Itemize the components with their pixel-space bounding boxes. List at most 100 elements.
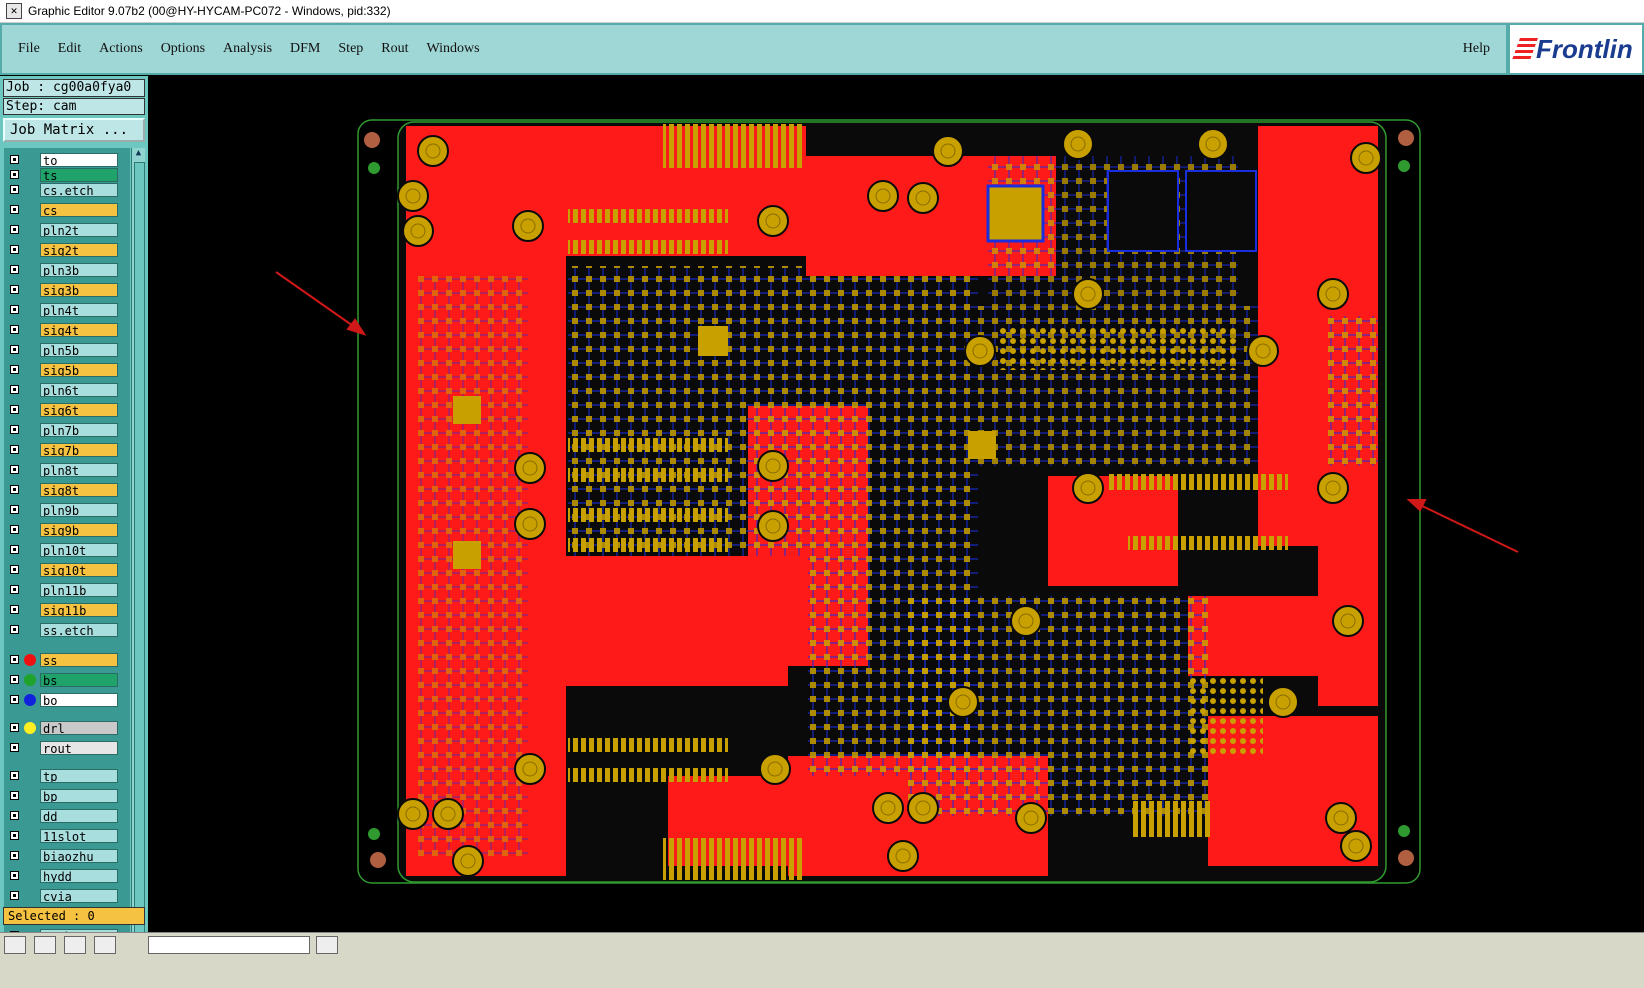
layer-name[interactable]: sig9b — [40, 522, 118, 537]
layer-row-cvia[interactable]: cvia — [4, 888, 130, 903]
layer-row-11slot[interactable]: 11slot — [4, 828, 130, 843]
layer-checkbox[interactable] — [10, 425, 19, 434]
layer-name[interactable]: cvia — [40, 888, 118, 903]
layer-row-pln3b[interactable]: pln3b — [4, 262, 130, 277]
command-input[interactable] — [148, 936, 310, 954]
layer-checkbox[interactable] — [10, 245, 19, 254]
layer-checkbox[interactable] — [10, 791, 19, 800]
toolbar-button-5[interactable] — [316, 936, 338, 954]
layer-checkbox[interactable] — [10, 485, 19, 494]
layer-name[interactable]: hydd — [40, 868, 118, 883]
layer-name[interactable]: cs.etch — [40, 182, 118, 197]
layer-checkbox[interactable] — [10, 625, 19, 634]
layer-checkbox[interactable] — [10, 565, 19, 574]
pcb-board-view[interactable] — [148, 76, 1644, 932]
layer-checkbox[interactable] — [10, 285, 19, 294]
layer-name[interactable]: biaozhu — [40, 848, 118, 863]
layer-checkbox[interactable] — [10, 851, 19, 860]
layer-name[interactable]: sig4t — [40, 322, 118, 337]
layer-name[interactable]: tp — [40, 768, 118, 783]
layer-checkbox[interactable] — [10, 723, 19, 732]
layer-checkbox[interactable] — [10, 505, 19, 514]
layer-name[interactable]: rout — [40, 740, 118, 755]
layer-row-sig10t[interactable]: sig10t — [4, 562, 130, 577]
menu-edit[interactable]: Edit — [57, 41, 82, 56]
layer-name[interactable]: sig6t — [40, 402, 118, 417]
layer-name[interactable]: pln9b — [40, 502, 118, 517]
layer-name[interactable]: pln3b — [40, 262, 118, 277]
layer-row-ts[interactable]: ts — [4, 167, 130, 182]
layer-checkbox[interactable] — [10, 325, 19, 334]
layer-name[interactable]: cs — [40, 202, 118, 217]
layer-row-drl[interactable]: drl — [4, 720, 130, 735]
layer-name[interactable]: sig3b — [40, 282, 118, 297]
layer-row-pln5b[interactable]: pln5b — [4, 342, 130, 357]
layer-checkbox[interactable] — [10, 405, 19, 414]
layer-row-sig8t[interactable]: sig8t — [4, 482, 130, 497]
layer-checkbox[interactable] — [10, 831, 19, 840]
layer-color-swatch[interactable] — [24, 673, 36, 686]
layer-row-rout[interactable]: rout — [4, 740, 130, 755]
layer-color-swatch[interactable] — [24, 693, 36, 706]
layer-checkbox[interactable] — [10, 695, 19, 704]
layer-row-sig9b[interactable]: sig9b — [4, 522, 130, 537]
layer-checkbox[interactable] — [10, 445, 19, 454]
layer-row-sig5b[interactable]: sig5b — [4, 362, 130, 377]
job-matrix-button[interactable]: Job Matrix ... — [3, 118, 145, 142]
menu-step[interactable]: Step — [338, 41, 364, 56]
layer-row-sig11b[interactable]: sig11b — [4, 602, 130, 617]
layer-name[interactable]: pln2t — [40, 222, 118, 237]
layer-checkbox[interactable] — [10, 811, 19, 820]
layer-checkbox[interactable] — [10, 185, 19, 194]
menu-dfm[interactable]: DFM — [290, 41, 321, 56]
layer-checkbox[interactable] — [10, 655, 19, 664]
layer-name[interactable]: pln6t — [40, 382, 118, 397]
layer-row-pln7b[interactable]: pln7b — [4, 422, 130, 437]
layer-row-cs-etch[interactable]: cs.etch — [4, 182, 130, 197]
layer-row-sig7b[interactable]: sig7b — [4, 442, 130, 457]
menu-file[interactable]: File — [18, 41, 40, 56]
layer-name[interactable]: pln10t — [40, 542, 118, 557]
layer-checkbox[interactable] — [10, 265, 19, 274]
toolbar-button-3[interactable] — [64, 936, 86, 954]
layer-name[interactable]: pln5b — [40, 342, 118, 357]
layer-row-sig6t[interactable]: sig6t — [4, 402, 130, 417]
layer-name[interactable]: pln4t — [40, 302, 118, 317]
layer-row-dd[interactable]: dd — [4, 808, 130, 823]
layer-row-hydd[interactable]: hydd — [4, 868, 130, 883]
layer-checkbox[interactable] — [10, 385, 19, 394]
layer-row-to[interactable]: to — [4, 152, 130, 167]
layer-checkbox[interactable] — [10, 871, 19, 880]
layer-row-pln2t[interactable]: pln2t — [4, 222, 130, 237]
layer-name[interactable]: pln7b — [40, 422, 118, 437]
scroll-thumb[interactable] — [134, 162, 145, 964]
layer-name[interactable]: pln11b — [40, 582, 118, 597]
layer-checkbox[interactable] — [10, 225, 19, 234]
layer-checkbox[interactable] — [10, 743, 19, 752]
layer-name[interactable]: sig7b — [40, 442, 118, 457]
layer-checkbox[interactable] — [10, 771, 19, 780]
toolbar-button-4[interactable] — [94, 936, 116, 954]
layer-row-pln4t[interactable]: pln4t — [4, 302, 130, 317]
layer-name[interactable]: to — [40, 152, 118, 167]
layer-row-ss[interactable]: ss — [4, 652, 130, 667]
layer-checkbox[interactable] — [10, 525, 19, 534]
layer-row-ss-etch[interactable]: ss.etch — [4, 622, 130, 637]
layer-checkbox[interactable] — [10, 345, 19, 354]
menu-help[interactable]: Help — [1462, 41, 1490, 56]
layer-checkbox[interactable] — [10, 585, 19, 594]
layer-row-biaozhu[interactable]: biaozhu — [4, 848, 130, 863]
layer-color-swatch[interactable] — [24, 721, 36, 734]
layer-checkbox[interactable] — [10, 155, 19, 164]
layer-row-pln6t[interactable]: pln6t — [4, 382, 130, 397]
pcb-graphic-canvas[interactable] — [148, 76, 1644, 932]
layer-row-bp[interactable]: bp — [4, 788, 130, 803]
menu-windows[interactable]: Windows — [426, 41, 480, 56]
layer-name[interactable]: drl — [40, 720, 118, 735]
menu-analysis[interactable]: Analysis — [223, 41, 273, 56]
layer-name[interactable]: pln8t — [40, 462, 118, 477]
layer-row-sig2t[interactable]: sig2t — [4, 242, 130, 257]
layer-row-cs[interactable]: cs — [4, 202, 130, 217]
layer-name[interactable]: bs — [40, 672, 118, 687]
layer-name[interactable]: ss — [40, 652, 118, 667]
